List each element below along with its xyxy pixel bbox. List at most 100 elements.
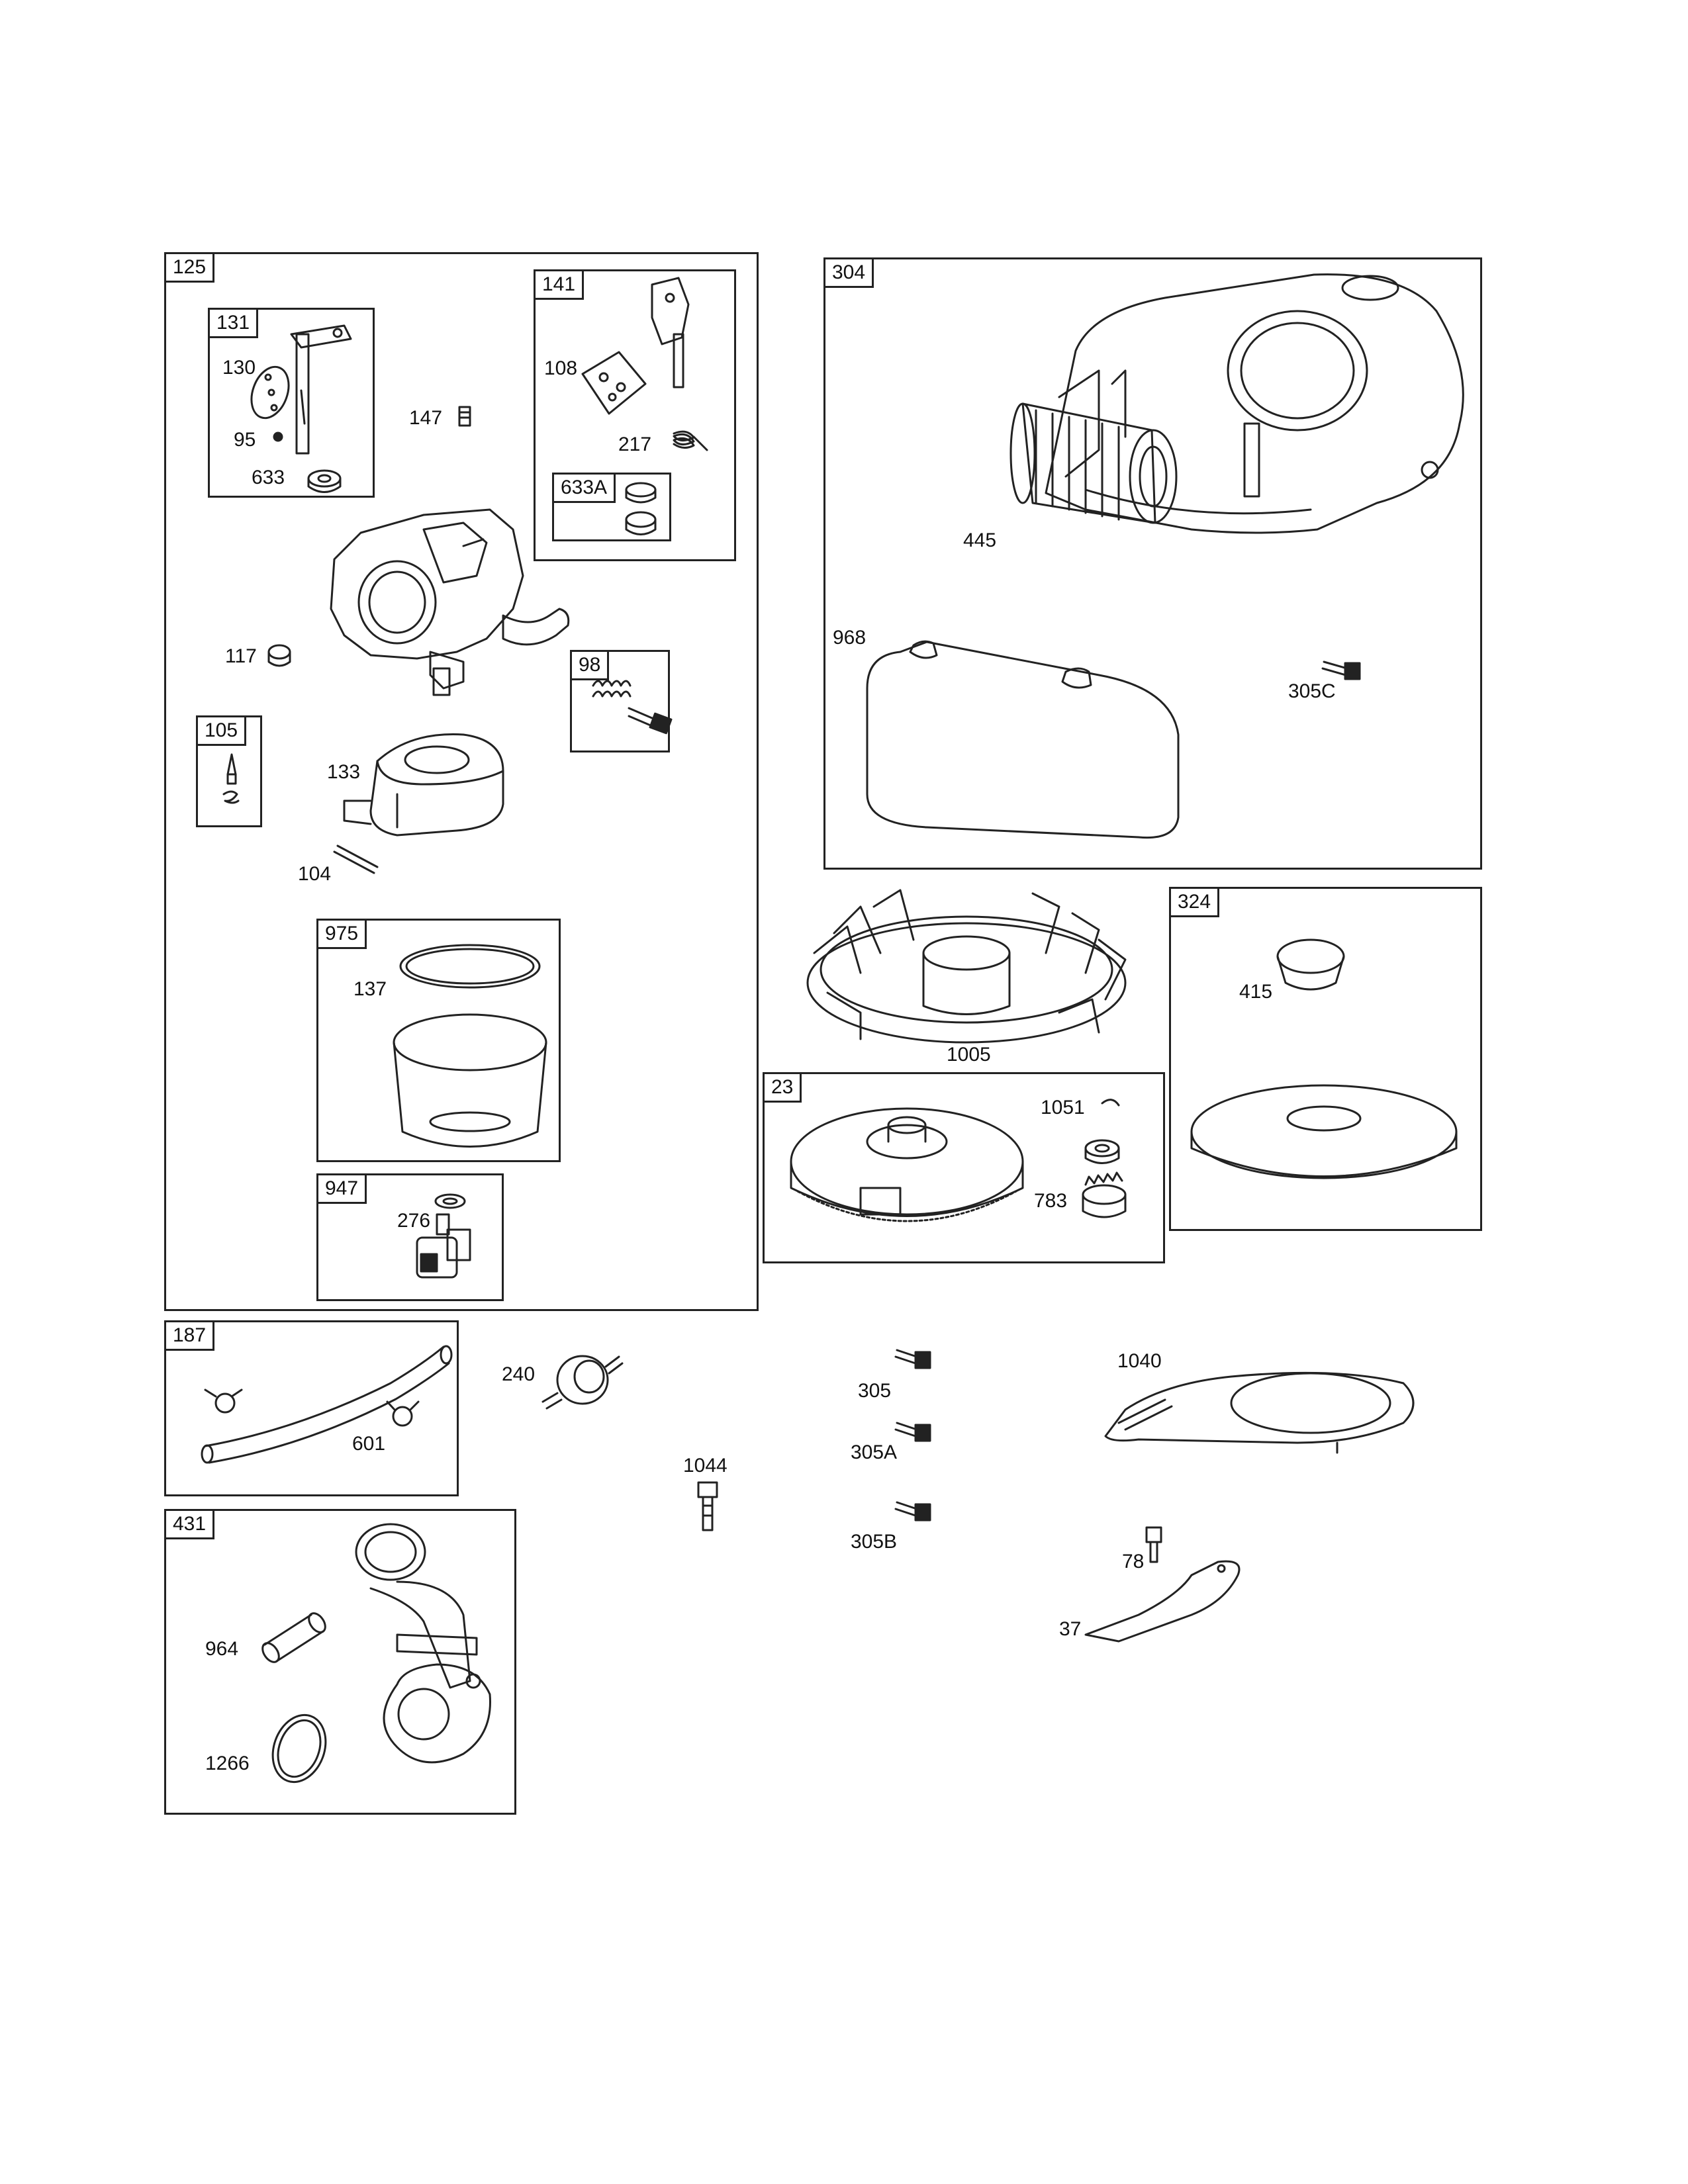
callout-276: 276 xyxy=(397,1210,431,1232)
group-105-tag: 105 xyxy=(196,715,247,746)
starter-gear-drawing xyxy=(1083,1173,1125,1217)
callout-133: 133 xyxy=(327,761,361,783)
screw-147-drawing xyxy=(459,407,470,426)
group-324-box xyxy=(1169,887,1482,1231)
callout-1040: 1040 xyxy=(1117,1350,1162,1372)
callout-601: 601 xyxy=(352,1433,386,1455)
group-125-box xyxy=(164,252,759,1311)
group-141-tag: 141 xyxy=(534,269,585,300)
group-98-box xyxy=(570,650,670,752)
engine-baffle-drawing xyxy=(1105,1373,1413,1453)
callout-147: 147 xyxy=(409,407,443,429)
group-975-box xyxy=(316,919,561,1162)
group-131-tag: 131 xyxy=(208,308,259,338)
screw-305A-drawing xyxy=(896,1423,930,1441)
group-947-box xyxy=(316,1173,504,1301)
bowl-gasket-drawing xyxy=(400,945,539,987)
callout-445: 445 xyxy=(963,529,997,551)
flywheel-drawing xyxy=(791,1109,1023,1221)
idle-spring-drawing xyxy=(593,681,630,696)
group-947-tag: 947 xyxy=(316,1173,367,1204)
float-drawing xyxy=(344,735,503,836)
group-324-tag: 324 xyxy=(1169,887,1220,917)
rotating-screen-drawing xyxy=(1192,1085,1456,1178)
float-bowl-drawing xyxy=(394,1015,546,1147)
group-431-box xyxy=(164,1509,516,1815)
callout-633: 633 xyxy=(252,467,285,488)
heat-shield-37-drawing xyxy=(1086,1561,1239,1641)
cooling-fan-drawing xyxy=(808,890,1125,1042)
callout-1266: 1266 xyxy=(205,1752,250,1774)
shaft-seal-drawing xyxy=(308,471,340,492)
plate-screw-drawing xyxy=(274,433,282,441)
fuel-solenoid-drawing xyxy=(417,1214,470,1277)
seal-633A-drawing xyxy=(626,483,655,535)
callout-968: 968 xyxy=(833,627,867,649)
callout-37: 37 xyxy=(1059,1618,1082,1640)
callout-217: 217 xyxy=(618,433,652,455)
throttle-plate-drawing xyxy=(245,362,295,424)
callout-240: 240 xyxy=(502,1363,536,1385)
intake-elbow-drawing xyxy=(356,1524,491,1762)
callout-415: 415 xyxy=(1239,981,1273,1003)
callout-964: 964 xyxy=(205,1638,239,1660)
idle-screw-drawing xyxy=(629,708,671,733)
throttle-shaft-drawing xyxy=(291,326,351,453)
callout-117: 117 xyxy=(225,645,257,667)
group-975-tag: 975 xyxy=(316,919,367,949)
breather-hose-964-drawing xyxy=(259,1610,329,1665)
group-23-box xyxy=(763,1072,1165,1263)
air-filter-drawing xyxy=(1011,404,1176,523)
callout-104: 104 xyxy=(298,863,332,885)
screw-305B-drawing xyxy=(896,1502,930,1520)
screw-305-drawing xyxy=(896,1350,930,1368)
group-633A-tag: 633A xyxy=(552,473,616,503)
callout-783: 783 xyxy=(1034,1190,1068,1212)
choke-plate-drawing xyxy=(583,352,645,414)
blower-housing-drawing xyxy=(1046,275,1463,533)
hose-clamp-left-drawing xyxy=(205,1390,242,1412)
air-filter-cover-drawing xyxy=(867,641,1178,838)
fuel-line-drawing xyxy=(202,1346,451,1463)
drive-cup-783-drawing xyxy=(1086,1140,1119,1163)
callout-1051: 1051 xyxy=(1041,1097,1085,1118)
callout-305A: 305A xyxy=(851,1441,898,1463)
callout-305C: 305C xyxy=(1288,680,1336,702)
callout-137: 137 xyxy=(353,978,387,1000)
choke-spring-drawing xyxy=(674,432,707,450)
bolt-1044-drawing xyxy=(698,1482,717,1530)
solenoid-washer-drawing xyxy=(436,1195,465,1208)
callout-305B: 305B xyxy=(851,1531,898,1553)
group-187-box xyxy=(164,1320,459,1496)
nut-117-drawing xyxy=(269,645,290,666)
group-431-tag: 431 xyxy=(164,1509,215,1539)
callout-1005: 1005 xyxy=(947,1044,991,1066)
group-23-tag: 23 xyxy=(763,1072,802,1103)
callout-1044: 1044 xyxy=(683,1455,727,1477)
o-ring-1266-drawing xyxy=(264,1707,335,1790)
callout-130: 130 xyxy=(222,357,256,379)
group-125-tag: 125 xyxy=(164,252,215,283)
carburetor-body-drawing xyxy=(331,510,569,695)
group-141-box xyxy=(534,269,736,561)
fuel-filter-drawing xyxy=(543,1356,622,1408)
group-304-box xyxy=(823,257,1482,870)
group-131-box xyxy=(208,308,375,498)
callout-95: 95 xyxy=(234,429,256,451)
choke-shaft-drawing xyxy=(652,278,688,387)
group-98-tag: 98 xyxy=(570,650,610,680)
hose-clamp-right-drawing xyxy=(387,1402,418,1426)
screw-78-drawing xyxy=(1147,1527,1161,1562)
retaining-ring-1051-drawing xyxy=(1102,1100,1119,1105)
callout-108: 108 xyxy=(544,357,578,379)
float-pin-drawing xyxy=(334,846,377,873)
rotating-screen-cap-drawing xyxy=(1278,940,1344,989)
group-187-tag: 187 xyxy=(164,1320,215,1351)
group-304-tag: 304 xyxy=(823,257,874,288)
callout-78: 78 xyxy=(1122,1551,1145,1572)
callout-305: 305 xyxy=(858,1380,892,1402)
float-needle-drawing xyxy=(224,754,238,803)
screw-305C-drawing xyxy=(1323,662,1360,679)
